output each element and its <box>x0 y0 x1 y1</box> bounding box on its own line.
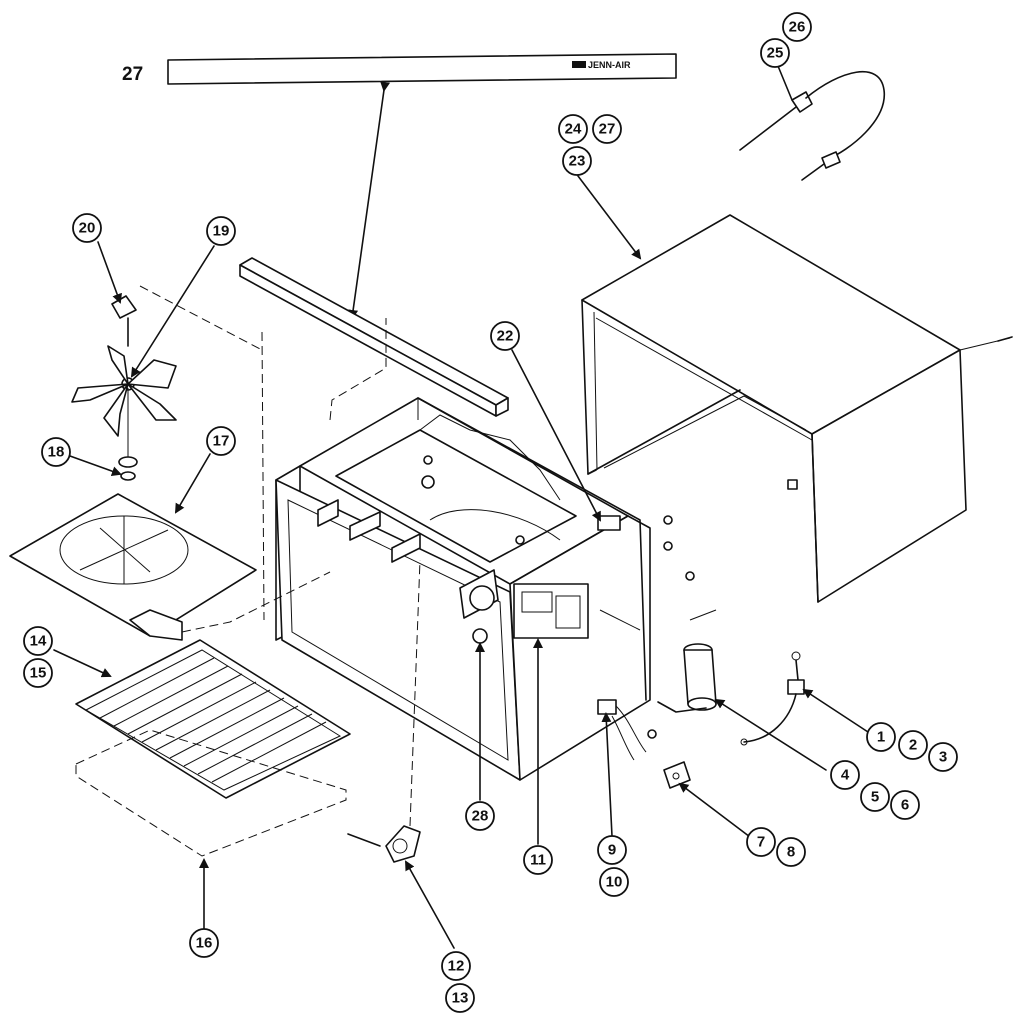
callout-10: 10 <box>599 867 629 897</box>
callout-1: 1 <box>866 722 896 752</box>
svg-text:27: 27 <box>599 121 616 138</box>
callout-14: 14 <box>23 626 53 656</box>
oven-rack <box>75 639 351 799</box>
clip-arrow <box>678 782 755 841</box>
trim-strip-label: 27 <box>122 64 143 85</box>
callout-7: 7 <box>746 827 776 857</box>
fan-arrow <box>130 245 215 378</box>
probe-arrow <box>777 65 793 101</box>
svg-text:1: 1 <box>877 729 885 746</box>
callout-11: 11 <box>523 845 553 875</box>
thermal-fuse <box>740 651 805 746</box>
strip-arrow <box>348 81 391 320</box>
oven-cavity-body <box>275 397 717 781</box>
callout-19: 19 <box>206 216 236 246</box>
svg-text:2: 2 <box>909 737 917 754</box>
callout-4: 4 <box>830 760 860 790</box>
svg-text:18: 18 <box>48 444 65 461</box>
svg-text:11: 11 <box>530 852 546 869</box>
callout-16: 16 <box>189 928 219 958</box>
callout-8: 8 <box>776 837 806 867</box>
callout-3: 3 <box>928 742 958 772</box>
svg-text:6: 6 <box>901 797 909 814</box>
wiring-arrow <box>511 349 601 522</box>
svg-text:22: 22 <box>497 328 514 345</box>
wrapper-arrow <box>577 175 642 260</box>
svg-text:3: 3 <box>939 749 947 766</box>
svg-text:12: 12 <box>448 958 465 975</box>
callout-28: 28 <box>465 801 495 831</box>
callout-12: 12 <box>441 951 471 981</box>
svg-text:17: 17 <box>213 433 230 450</box>
svg-text:10: 10 <box>606 874 623 891</box>
callout-18: 18 <box>41 437 71 467</box>
washer-arrow <box>69 455 122 476</box>
meat-probe <box>739 71 885 181</box>
front-trim-bar <box>239 257 509 417</box>
switch-arrow <box>601 712 613 837</box>
svg-text:25: 25 <box>767 45 784 62</box>
door-switch <box>597 699 657 761</box>
switch-clip <box>663 761 691 789</box>
svg-text:26: 26 <box>789 19 806 36</box>
convection-fan <box>71 295 177 481</box>
svg-text:13: 13 <box>452 990 469 1007</box>
rack-arrow <box>53 649 112 678</box>
callout-5: 5 <box>860 782 890 812</box>
lamp-bracket <box>347 825 421 863</box>
outer-wrapper-cabinet <box>581 214 1013 603</box>
callout-20: 20 <box>72 213 102 243</box>
svg-text:28: 28 <box>472 808 489 825</box>
svg-text:23: 23 <box>569 153 586 170</box>
callout-6: 6 <box>890 790 920 820</box>
fan-baffle <box>9 493 257 641</box>
svg-text:9: 9 <box>608 842 616 859</box>
svg-text:7: 7 <box>757 834 765 851</box>
svg-text:24: 24 <box>565 121 582 138</box>
svg-text:15: 15 <box>30 665 47 682</box>
capacitor <box>657 643 717 713</box>
callout-17: 17 <box>206 426 236 456</box>
baffle-arrow <box>174 453 211 514</box>
svg-text:14: 14 <box>30 633 47 650</box>
svg-text:5: 5 <box>871 789 879 806</box>
svg-text:16: 16 <box>196 935 213 952</box>
callout-25: 25 <box>760 38 790 68</box>
callout-22: 22 <box>490 321 520 351</box>
svg-text:8: 8 <box>787 844 795 861</box>
bracket-arrow <box>405 860 455 949</box>
tray-outline <box>75 729 347 857</box>
svg-text:4: 4 <box>841 767 850 784</box>
fuse-arrow <box>802 688 869 733</box>
brand-logo-text: JENN-AIR <box>588 60 631 70</box>
callout-2: 2 <box>898 730 928 760</box>
callout-26: 26 <box>782 12 812 42</box>
trim-strip: JENN-AIR <box>167 53 677 85</box>
callout-27: 27 <box>592 114 622 144</box>
callout-24: 24 <box>558 114 588 144</box>
callout-23: 23 <box>562 146 592 176</box>
svg-text:19: 19 <box>213 223 230 240</box>
nut-arrow <box>97 241 122 304</box>
callout-13: 13 <box>445 983 475 1013</box>
svg-text:20: 20 <box>79 220 96 237</box>
callout-9: 9 <box>597 835 627 865</box>
capacitor-arrow <box>714 698 827 771</box>
callout-15: 15 <box>23 658 53 688</box>
